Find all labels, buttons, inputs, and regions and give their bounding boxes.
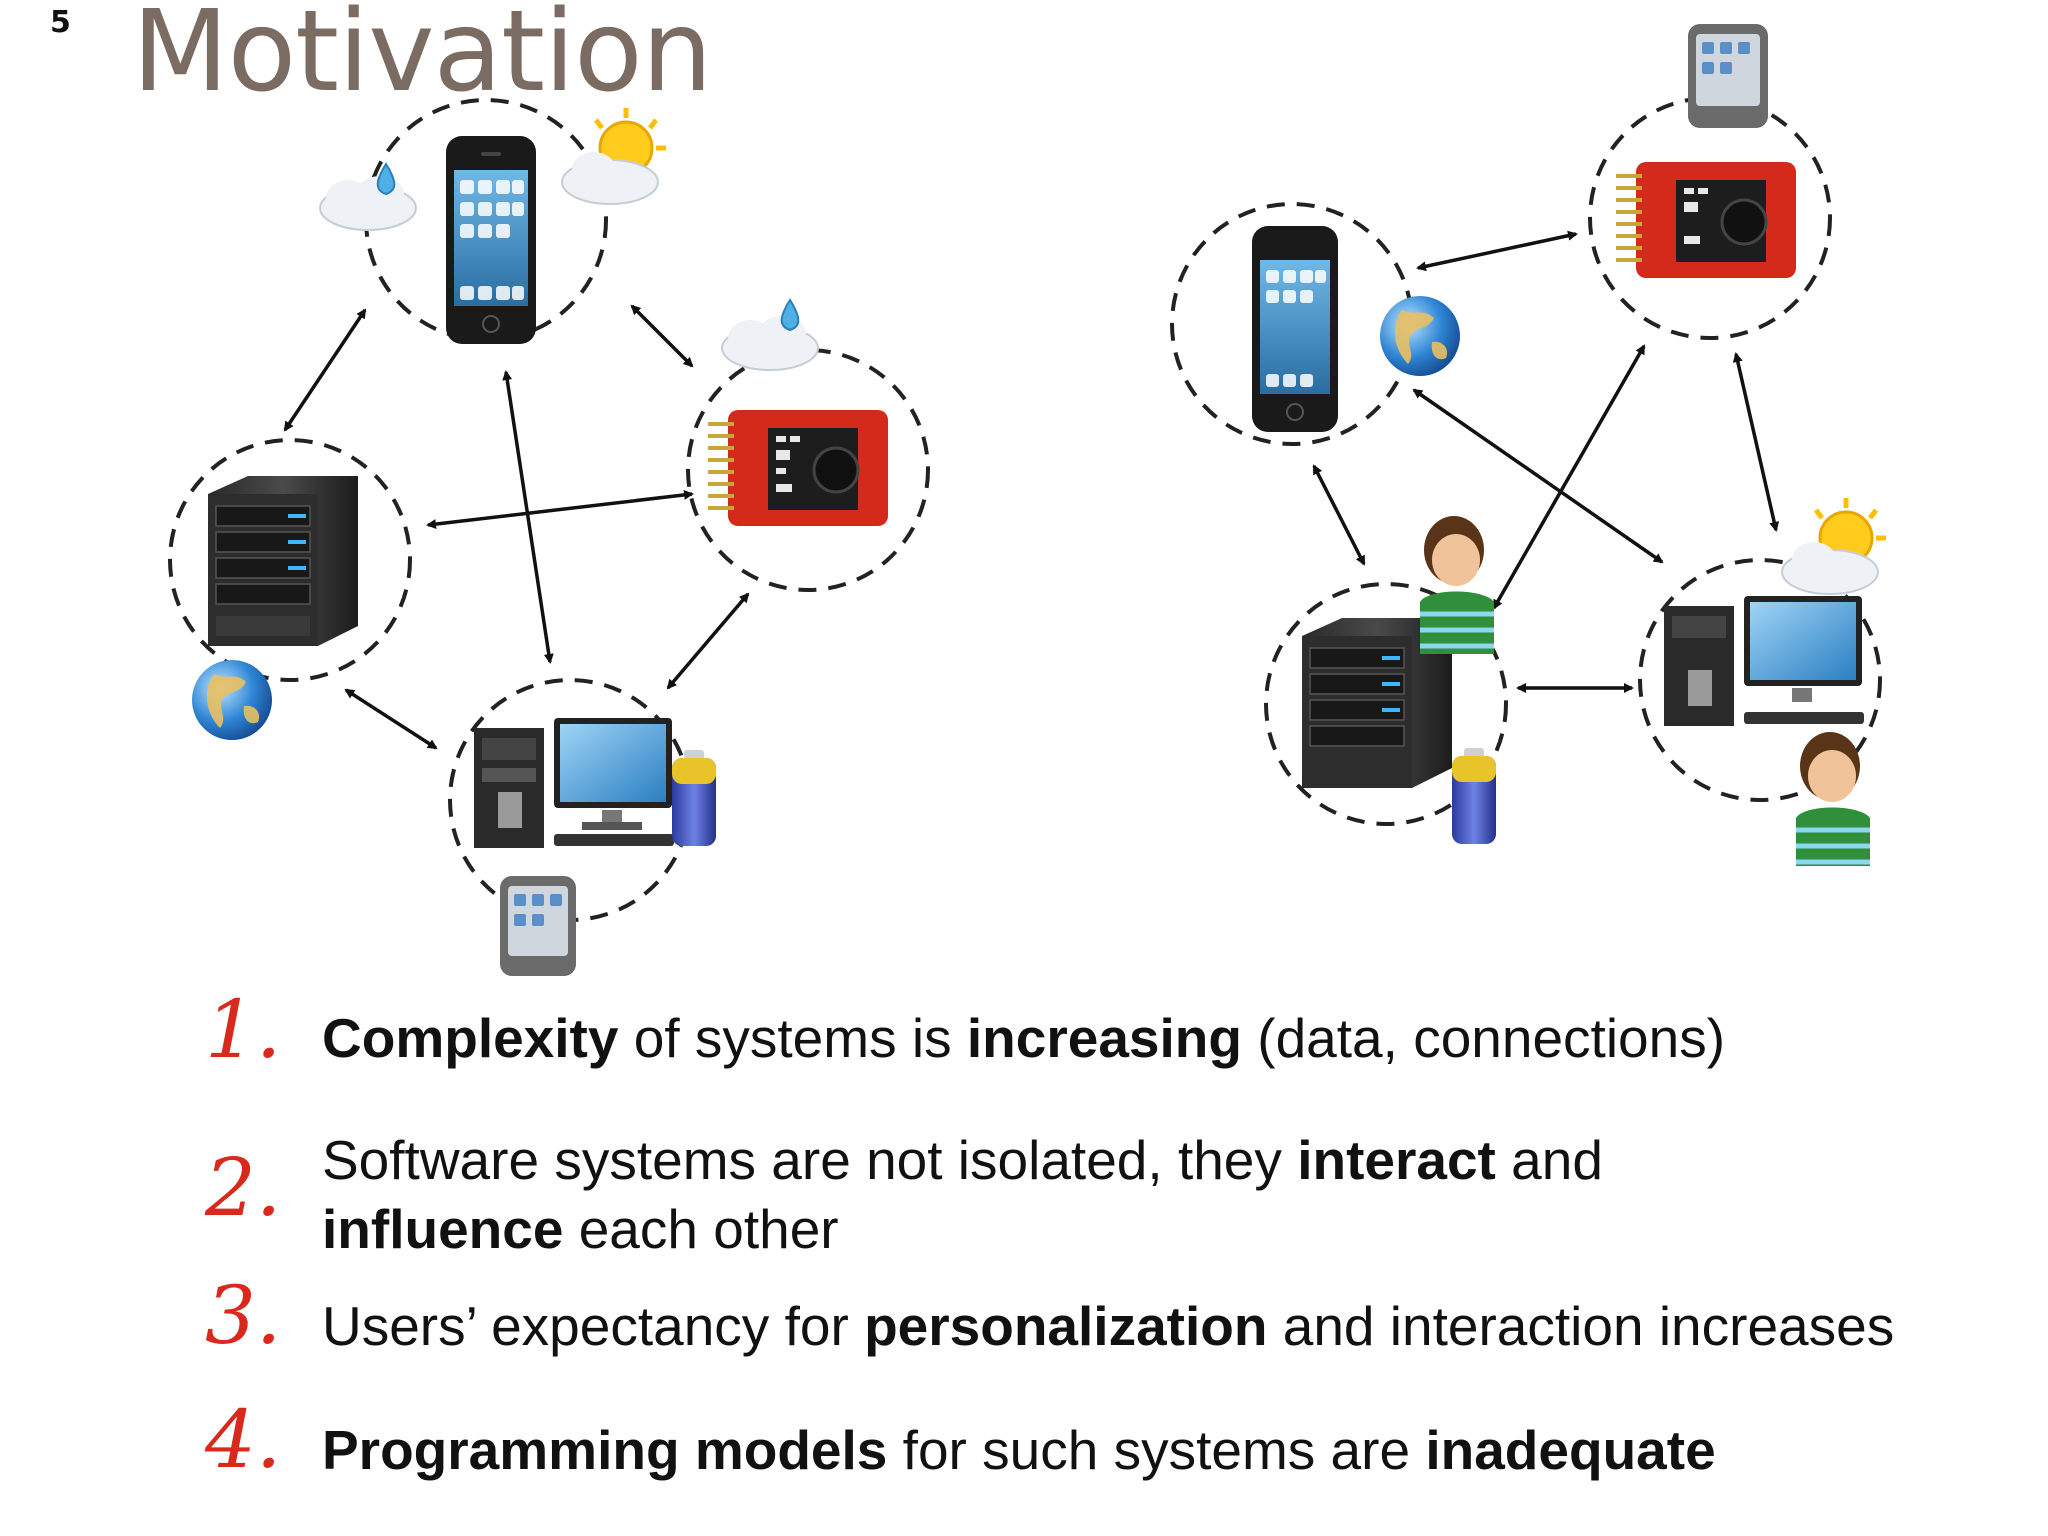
- item-number: 4.: [205, 1393, 282, 1486]
- user-avatar-icon: [1796, 732, 1870, 866]
- left-arrow-server-board: [426, 489, 694, 530]
- right-arrow-board-desktop: [1732, 352, 1780, 532]
- right-arrow-board-server: [1492, 344, 1646, 610]
- item-text: Users’ expectancy for personalization an…: [322, 1292, 2042, 1361]
- text-segment: increasing: [966, 1007, 1242, 1069]
- sun-cloud-icon: [561, 108, 666, 205]
- battery-icon: [1452, 748, 1496, 844]
- item-text: Software systems are not isolated, they …: [322, 1126, 2042, 1264]
- right-network: [1170, 24, 1886, 866]
- text-segment: each other: [563, 1198, 839, 1260]
- slide-title: Motivation: [132, 0, 713, 117]
- rain-cloud-icon: [319, 162, 417, 231]
- right-arrow-phone-server: [1312, 464, 1366, 566]
- text-segment: personalization: [864, 1295, 1268, 1357]
- text-segment: influence: [322, 1198, 564, 1260]
- sun-cloud-icon: [1781, 498, 1886, 595]
- text-segment: Complexity: [322, 1007, 619, 1069]
- item-number: 2.: [205, 1141, 282, 1234]
- desktop-computer-icon: [1664, 596, 1864, 726]
- item-text-line: Software systems are not isolated, they …: [322, 1126, 2042, 1195]
- left-arrow-server-desktop: [344, 688, 438, 750]
- left-arrow-phone-server: [283, 308, 367, 432]
- sensor-board-icon: [1616, 162, 1796, 278]
- server-icon: [1302, 618, 1452, 788]
- sensor-board-icon: [708, 410, 888, 526]
- item-text: Programming models for such systems are …: [322, 1416, 2042, 1485]
- battery-icon: [672, 750, 716, 846]
- item-text-line: influence each other: [322, 1195, 2042, 1264]
- right-server-boundary: [1264, 582, 1508, 826]
- text-segment: Software systems are not isolated, they: [322, 1129, 1298, 1191]
- item-text: Complexity of systems is increasing (dat…: [322, 1004, 2042, 1073]
- item-number: 1.: [205, 983, 282, 1076]
- globe-icon: [1380, 296, 1460, 376]
- text-segment: interact: [1297, 1129, 1496, 1191]
- text-segment: and: [1495, 1129, 1603, 1191]
- user-avatar-icon: [1420, 516, 1494, 654]
- text-segment: Users’ expectancy for: [322, 1295, 865, 1357]
- text-segment: Programming models: [322, 1419, 888, 1481]
- text-segment: and interaction increases: [1267, 1295, 1895, 1357]
- smartphone-icon: [1252, 226, 1338, 432]
- right-board-boundary: [1588, 96, 1832, 340]
- left-arrow-board-desktop: [666, 592, 750, 690]
- left-network: [168, 98, 930, 976]
- globe-icon: [192, 660, 272, 740]
- left-server-boundary: [168, 438, 412, 682]
- right-desktop-boundary: [1638, 558, 1882, 802]
- gps-navigator-icon: [500, 876, 576, 976]
- slide-number: 5: [50, 5, 71, 40]
- right-arrow-phone-board: [1416, 230, 1578, 272]
- text-segment: of systems is: [618, 1007, 967, 1069]
- network-diagram: [168, 24, 1886, 976]
- smartphone-icon: [446, 136, 536, 344]
- gps-navigator-icon: [1688, 24, 1768, 128]
- desktop-computer-icon: [474, 718, 674, 848]
- rain-cloud-icon: [721, 298, 819, 371]
- item-number: 3.: [205, 1269, 282, 1362]
- text-segment: (data, connections): [1241, 1007, 1726, 1069]
- server-icon: [208, 476, 358, 646]
- left-board-boundary: [686, 348, 930, 592]
- left-arrow-phone-desktop: [502, 370, 554, 664]
- text-segment: for such systems are: [887, 1419, 1426, 1481]
- text-segment: inadequate: [1425, 1419, 1716, 1481]
- left-arrow-phone-board: [630, 304, 694, 368]
